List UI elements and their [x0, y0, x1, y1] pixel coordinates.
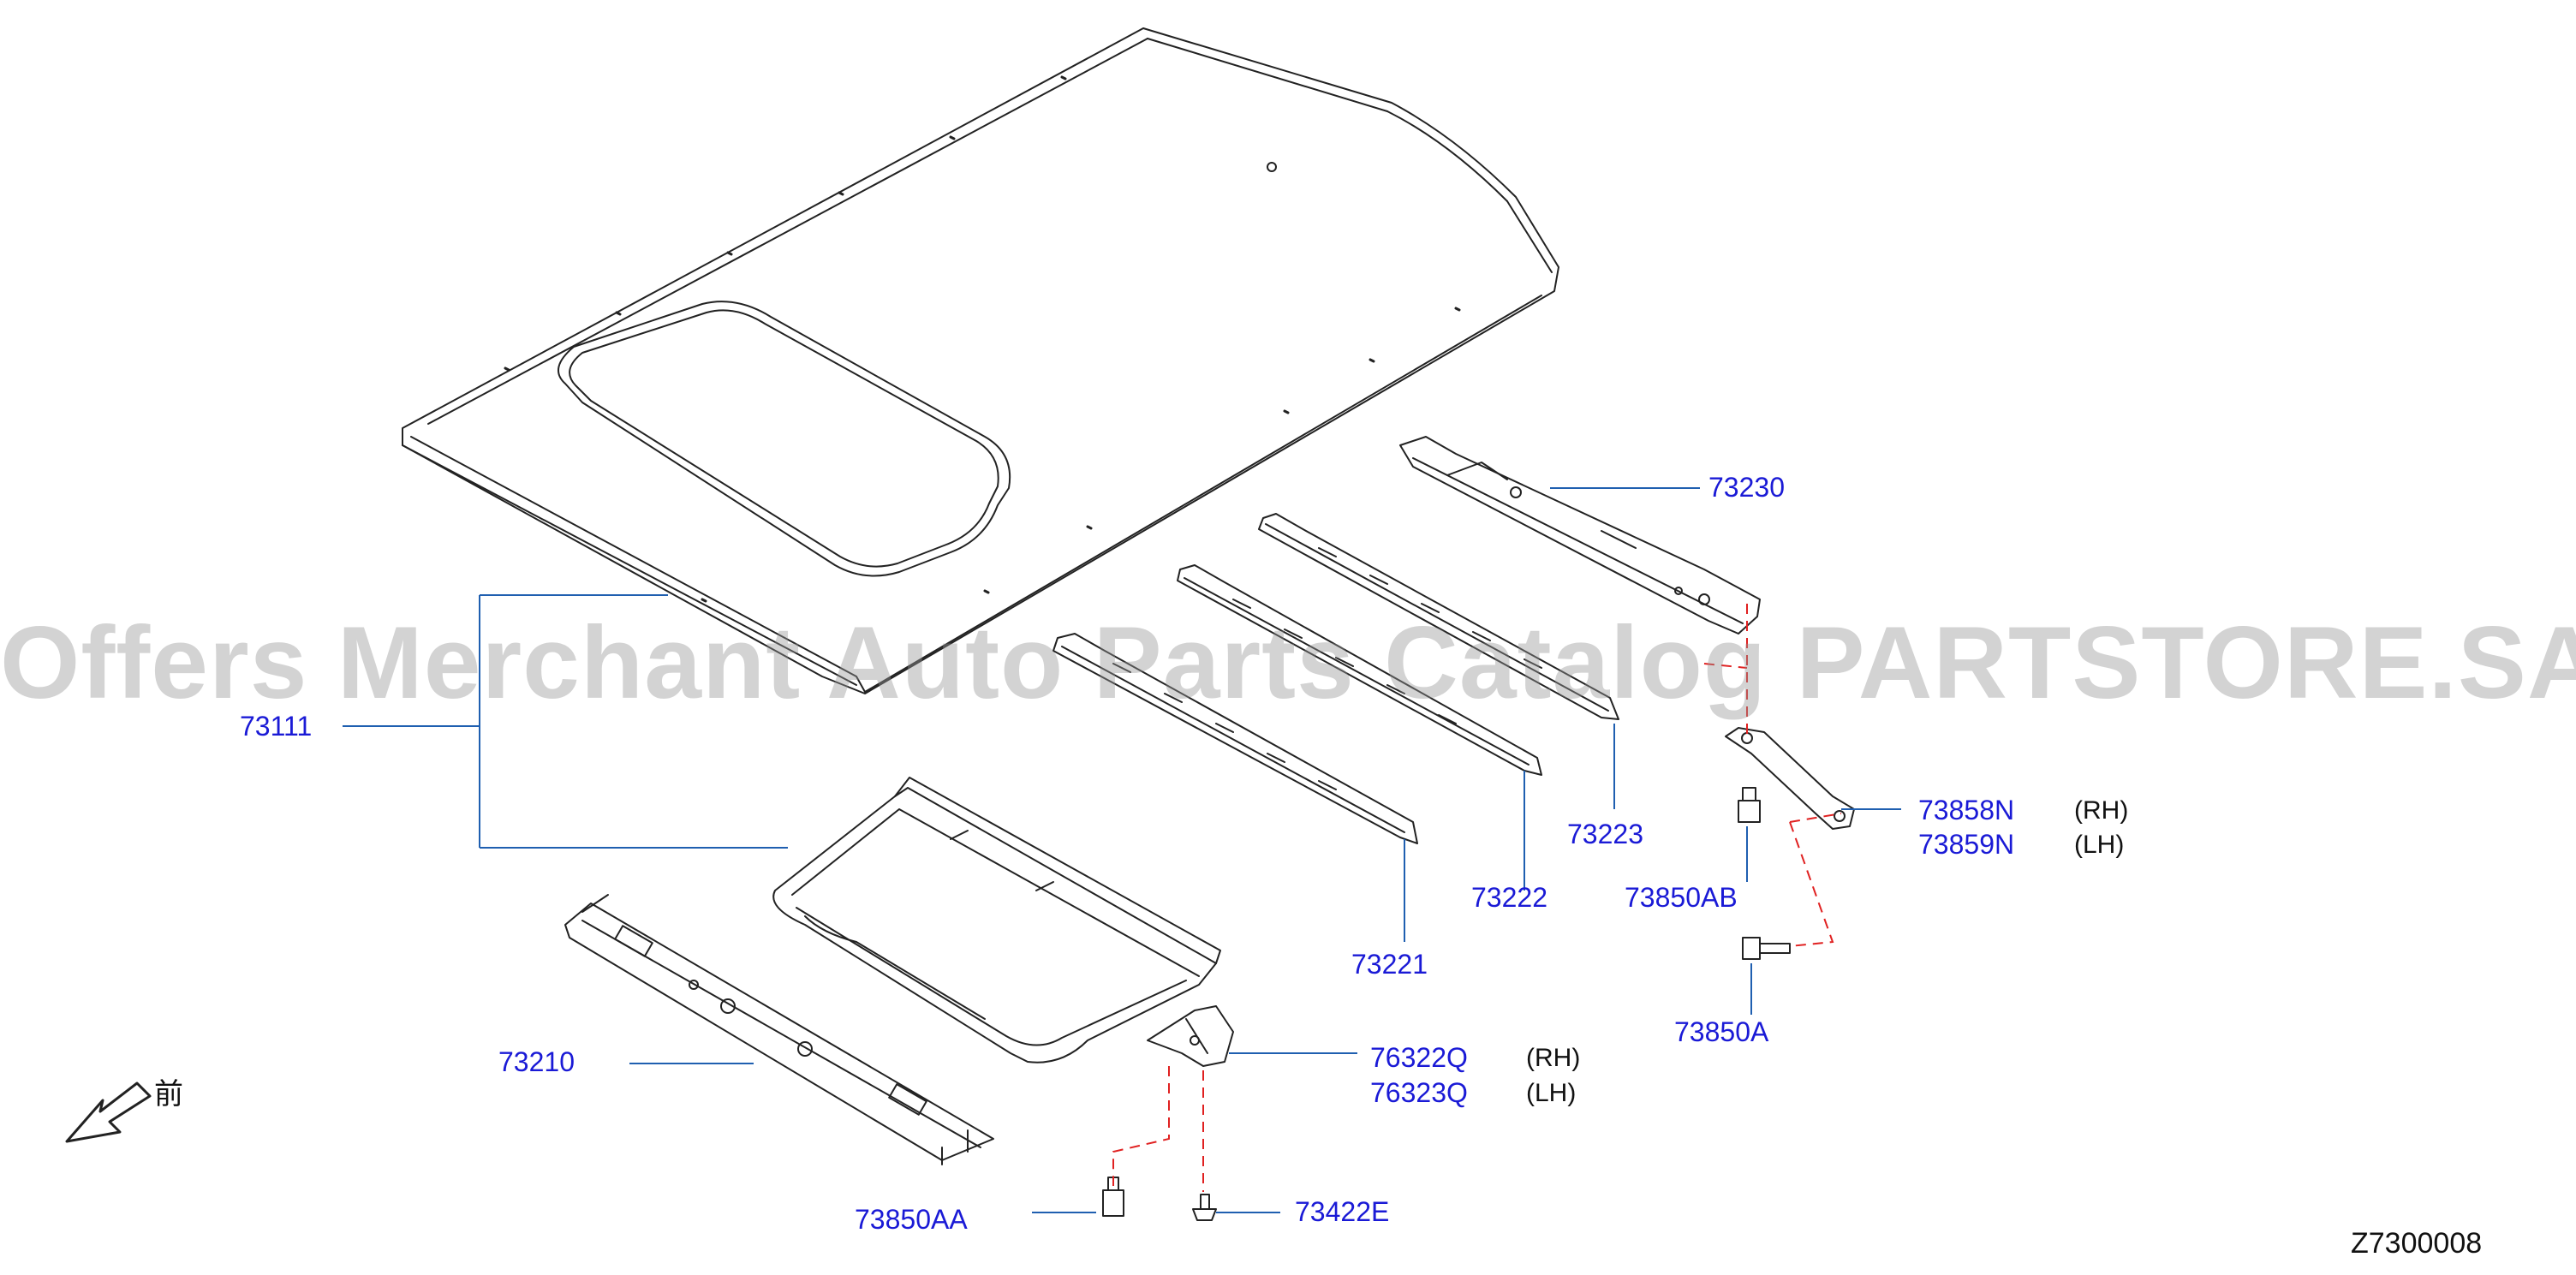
callout-73222[interactable]: 73222	[1471, 882, 1547, 913]
front-arrow-icon	[65, 1081, 152, 1143]
clip-73422E	[1192, 1194, 1217, 1221]
side-lh-73859N: (LH)	[2074, 831, 2125, 859]
bolt-73850A	[1742, 937, 1791, 960]
fastener-paths	[1112, 604, 1842, 1192]
diagram-code: Z7300008	[2351, 1227, 2483, 1260]
callout-73230[interactable]: 73230	[1708, 472, 1785, 503]
leader-lines	[343, 487, 1901, 1213]
bolt-73850AB	[1738, 787, 1761, 823]
side-rh-73858N: (RH)	[2074, 796, 2129, 825]
callout-76323Q[interactable]: 76323Q	[1370, 1077, 1468, 1108]
rail-bracket	[1725, 727, 1855, 830]
callout-76322Q[interactable]: 76322Q	[1370, 1042, 1468, 1073]
callout-73850AA[interactable]: 73850AA	[855, 1204, 968, 1235]
roof-bow-73222	[1177, 564, 1542, 776]
front-roof-rail	[564, 894, 994, 1165]
side-rh-76322Q: (RH)	[1526, 1044, 1581, 1072]
side-lh-76323Q: (LH)	[1526, 1079, 1577, 1107]
callout-73210[interactable]: 73210	[498, 1046, 575, 1077]
rear-roof-rail	[1399, 436, 1761, 635]
callout-73850A[interactable]: 73850A	[1674, 1016, 1769, 1047]
callout-73221[interactable]: 73221	[1351, 949, 1428, 980]
callout-73850AB[interactable]: 73850AB	[1625, 882, 1738, 913]
callout-73223[interactable]: 73223	[1567, 819, 1643, 849]
callout-73422E[interactable]: 73422E	[1295, 1196, 1390, 1227]
sunroof-frame	[772, 777, 1221, 1063]
callout-73111[interactable]: 73111	[240, 711, 313, 742]
sunroof-bracket	[1147, 1005, 1234, 1067]
roof-bow-73223	[1258, 513, 1619, 720]
callout-73859N[interactable]: 73859N	[1918, 829, 2015, 860]
front-marker-text: 前	[154, 1078, 183, 1111]
roof-bow-73221	[1052, 633, 1418, 844]
roof-panel	[402, 27, 1559, 694]
callout-73858N[interactable]: 73858N	[1918, 795, 2015, 825]
